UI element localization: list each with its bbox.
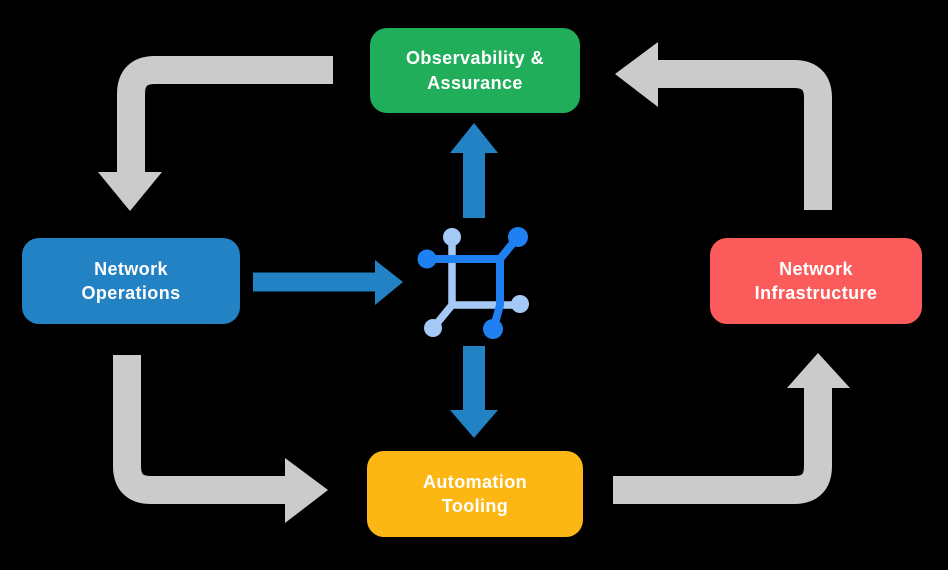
node-network-infrastructure: Network Infrastructure [710, 238, 922, 324]
arrow-operations-to-automation [113, 355, 328, 523]
arrow-shaft [117, 56, 333, 174]
node-automation-tooling: Automation Tooling [367, 451, 583, 537]
node-observability-assurance: Observability & Assurance [370, 28, 580, 113]
arrow-infrastructure-to-observability [615, 42, 832, 210]
network-mesh-icon [417, 227, 529, 339]
arrow-operations-to-hub [253, 260, 403, 305]
arrow-head-down-icon [98, 172, 162, 211]
arrow-head-left-icon [615, 42, 658, 107]
arrow-shaft [613, 386, 832, 504]
arrow-hub-to-automation [450, 346, 498, 438]
arrow-shaft [657, 60, 832, 210]
arrow-head-up-icon [450, 123, 498, 153]
node-network-operations: Network Operations [22, 238, 240, 324]
arrow-hub-to-observability [450, 123, 498, 218]
arrow-head-up-icon [787, 353, 850, 388]
arrow-head-right-icon [375, 260, 403, 305]
arrow-observability-to-operations [98, 56, 333, 211]
arrow-head-right-icon [285, 458, 328, 523]
arrow-shaft [113, 355, 287, 504]
arrow-head-down-icon [450, 410, 498, 438]
arrow-automation-to-infrastructure [613, 353, 850, 504]
